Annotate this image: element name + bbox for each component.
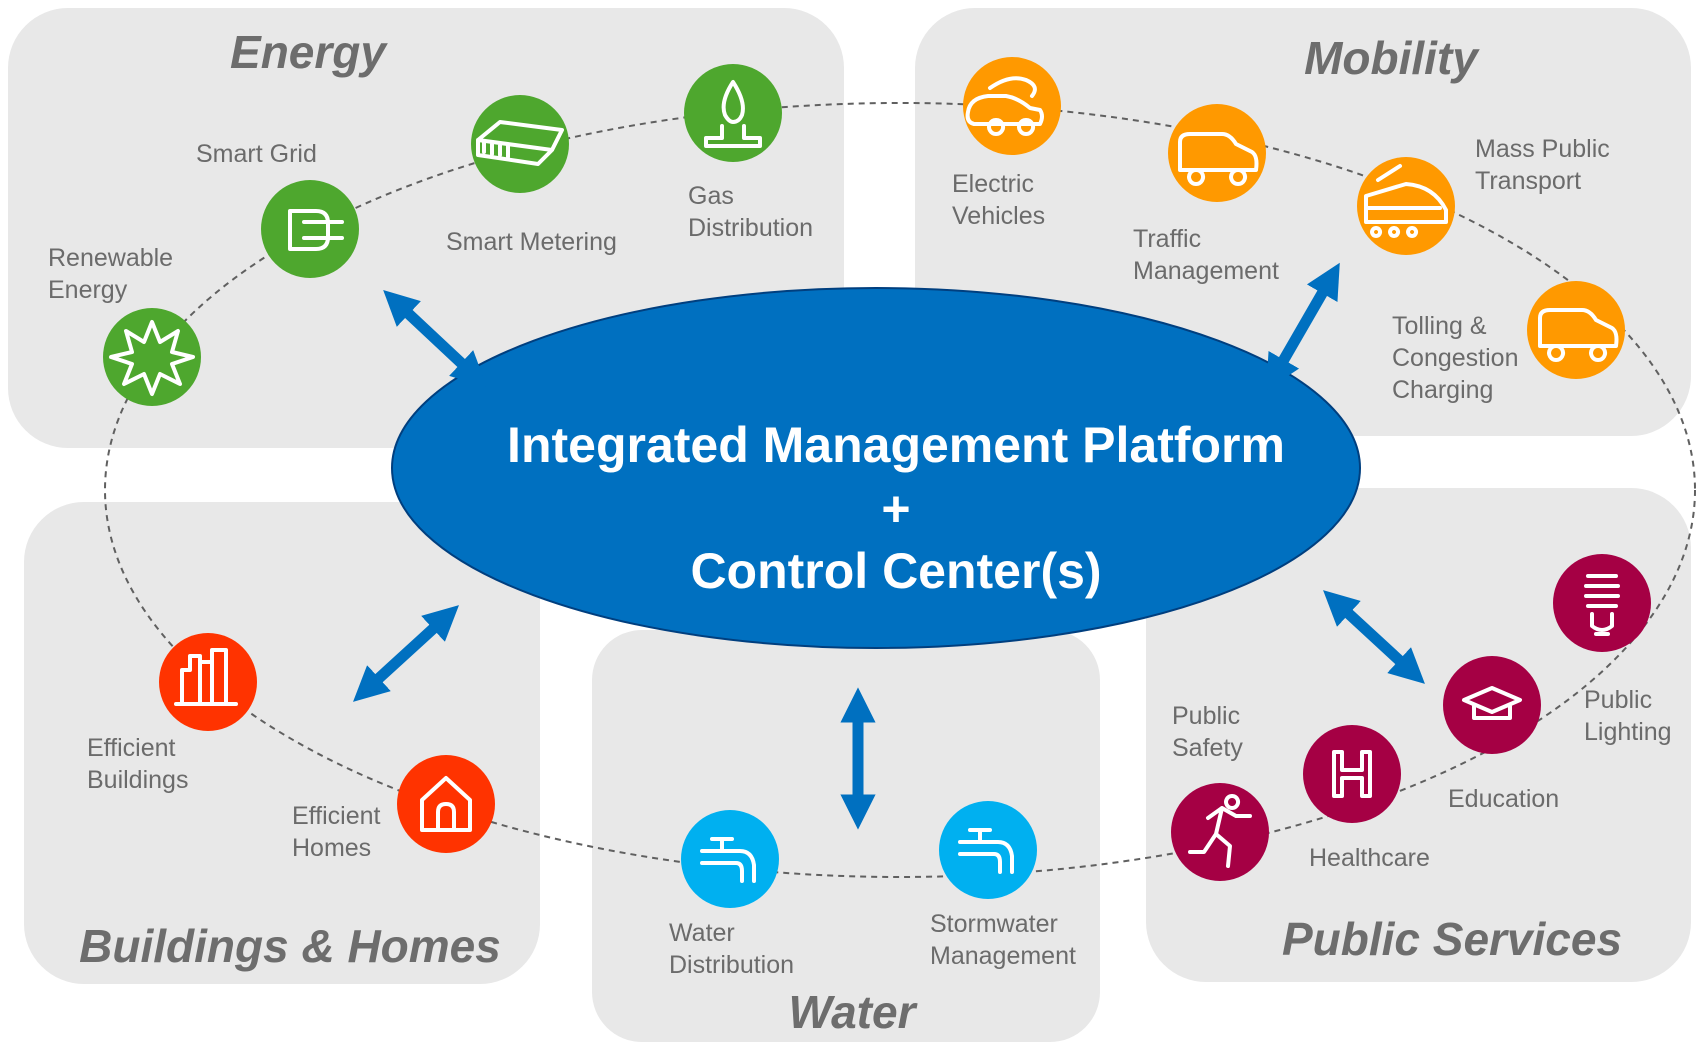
label-mass-public-transport-1: Mass Public (1475, 135, 1610, 163)
label-electric-vehicles-2: Vehicles (952, 202, 1045, 230)
label-efficient-homes-1: Efficient (292, 802, 381, 830)
platform-plus: + (881, 481, 910, 537)
label-renewable-energy-1: Renewable (48, 244, 173, 272)
node-smart-metering (471, 95, 569, 193)
electric-car-icon (965, 76, 1044, 136)
node-water-distribution (681, 810, 779, 908)
running-person-icon (1188, 794, 1252, 868)
label-renewable-energy-2: Energy (48, 276, 128, 304)
label-smart-metering: Smart Metering (446, 228, 617, 256)
platform-ellipse (391, 287, 1361, 649)
node-smart-grid (261, 180, 359, 278)
platform-control-center: Control Center(s) (690, 543, 1101, 599)
label-public-safety-1: Public (1172, 702, 1240, 730)
section-title-energy: Energy (230, 26, 388, 78)
starburst-icon (109, 320, 195, 396)
label-electric-vehicles-1: Electric (952, 170, 1034, 198)
label-efficient-homes-2: Homes (292, 834, 371, 862)
hospital-icon (1332, 750, 1372, 798)
arrow-public-services (1323, 590, 1425, 684)
section-title-buildings: Buildings & Homes (79, 920, 501, 972)
node-renewable-energy (103, 308, 201, 406)
node-tolling (1527, 281, 1625, 379)
label-public-safety-2: Safety (1172, 734, 1243, 762)
label-tolling-1: Tolling & (1392, 312, 1487, 340)
label-traffic-management-1: Traffic (1133, 225, 1201, 253)
node-stormwater-management (939, 801, 1037, 899)
label-public-lighting-1: Public (1584, 686, 1652, 714)
arrow-energy (383, 289, 487, 388)
section-title-mobility: Mobility (1304, 32, 1480, 84)
label-water-distribution-2: Distribution (669, 951, 794, 979)
node-healthcare (1303, 725, 1401, 823)
node-education (1443, 656, 1541, 754)
label-efficient-buildings-1: Efficient (87, 734, 176, 762)
connection-ring (104, 102, 1696, 878)
light-bulb-icon (1584, 574, 1620, 636)
gas-flame-icon (704, 80, 762, 148)
node-mass-public-transport (1357, 157, 1455, 255)
node-traffic-management (1168, 104, 1266, 202)
node-public-lighting (1553, 554, 1651, 652)
label-traffic-management-2: Management (1133, 257, 1279, 285)
arrow-buildings (352, 605, 460, 702)
water-panel (592, 630, 1100, 1042)
faucet-icon (700, 837, 756, 883)
node-efficient-homes (397, 755, 495, 853)
house-icon (420, 776, 472, 832)
label-stormwater-management-2: Management (930, 942, 1076, 970)
label-public-lighting-2: Lighting (1584, 718, 1672, 746)
node-gas-distribution (684, 64, 782, 162)
section-title-water: Water (789, 986, 918, 1038)
label-stormwater-management-1: Stormwater (930, 910, 1058, 938)
arrow-mobility (1266, 262, 1340, 391)
section-title-public-services: Public Services (1282, 913, 1622, 965)
buildings-icon (174, 648, 238, 706)
label-tolling-3: Charging (1392, 376, 1493, 404)
label-mass-public-transport-2: Transport (1475, 167, 1581, 195)
platform-title: Integrated Management Platform (507, 417, 1285, 473)
car-icon (1538, 308, 1619, 362)
train-icon (1364, 164, 1448, 238)
node-efficient-buildings (159, 633, 257, 731)
label-smart-grid: Smart Grid (196, 140, 317, 168)
plug-icon (288, 209, 344, 251)
label-healthcare: Healthcare (1309, 844, 1430, 872)
label-education: Education (1448, 785, 1559, 813)
car-icon (1178, 132, 1259, 186)
meter-icon (476, 120, 564, 166)
label-efficient-buildings-2: Buildings (87, 766, 188, 794)
label-gas-distribution-1: Gas (688, 182, 734, 210)
graduation-cap-icon (1462, 686, 1522, 720)
label-gas-distribution-2: Distribution (688, 214, 813, 242)
label-tolling-2: Congestion (1392, 344, 1518, 372)
node-public-safety (1171, 783, 1269, 881)
faucet-icon (958, 828, 1014, 874)
node-electric-vehicles (963, 57, 1061, 155)
label-water-distribution-1: Water (669, 919, 735, 947)
